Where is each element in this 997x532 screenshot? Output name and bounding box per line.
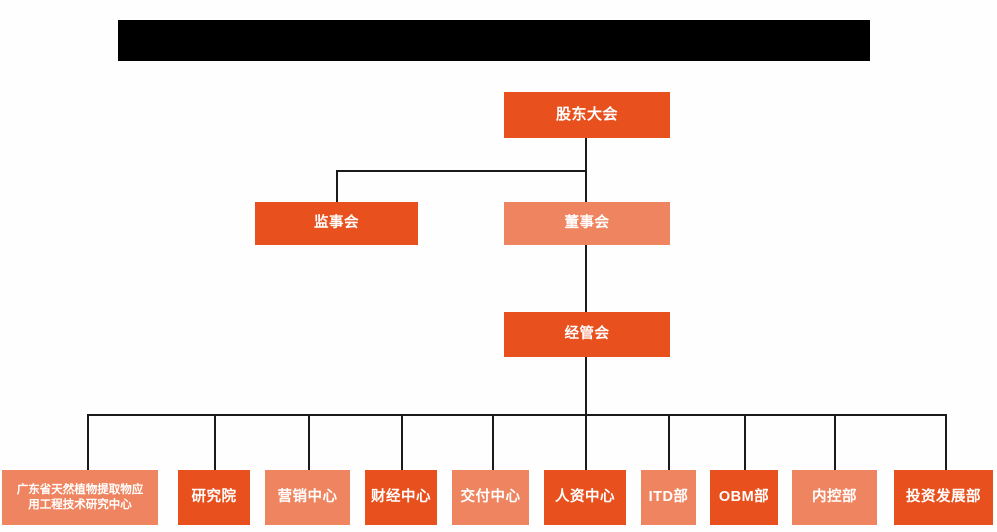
connector-department-drop-3	[308, 414, 310, 470]
node-department-hr-center[interactable]: 人资中心	[544, 470, 626, 525]
connector-department-drop-2	[214, 414, 216, 470]
node-department-institute[interactable]: 研究院	[178, 470, 250, 525]
department-label-line1: 广东省天然植物提取物应	[16, 483, 144, 496]
department-label-line2: 用工程技术研究中心	[28, 498, 132, 511]
connector-supervisors-down	[336, 170, 338, 202]
node-department-itd[interactable]: ITD部	[641, 470, 696, 525]
connector-directors-to-management	[585, 245, 587, 312]
connector-level2-bar	[336, 170, 587, 172]
connector-department-drop-10	[945, 414, 947, 470]
connector-department-drop-5	[492, 414, 494, 470]
connector-department-drop-6	[585, 414, 587, 470]
node-department-marketing-center[interactable]: 营销中心	[265, 470, 350, 525]
department-label-multiline: 广东省天然植物提取物应 用工程技术研究中心	[17, 483, 144, 513]
connector-departments-bar	[87, 414, 947, 416]
connector-department-drop-4	[401, 414, 403, 470]
node-department-internal-control[interactable]: 内控部	[792, 470, 877, 525]
connector-department-drop-7	[668, 414, 670, 470]
node-department-finance-center[interactable]: 财经中心	[365, 470, 437, 525]
connector-directors-down	[585, 170, 587, 202]
node-department-delivery-center[interactable]: 交付中心	[452, 470, 529, 525]
connector-management-down	[585, 357, 587, 415]
node-department-obm[interactable]: OBM部	[710, 470, 778, 525]
connector-department-drop-9	[834, 414, 836, 470]
node-management-committee[interactable]: 经管会	[504, 312, 670, 357]
node-department-investment-development[interactable]: 投资发展部	[894, 470, 993, 525]
connector-shareholders-down	[585, 138, 587, 171]
title-banner	[118, 20, 870, 61]
connector-department-drop-1	[87, 414, 89, 470]
node-board-of-supervisors[interactable]: 监事会	[255, 202, 418, 245]
node-shareholders-meeting[interactable]: 股东大会	[504, 92, 670, 138]
connector-department-drop-8	[744, 414, 746, 470]
node-department-research-center[interactable]: 广东省天然植物提取物应 用工程技术研究中心	[2, 470, 158, 525]
node-board-of-directors[interactable]: 董事会	[504, 202, 670, 245]
